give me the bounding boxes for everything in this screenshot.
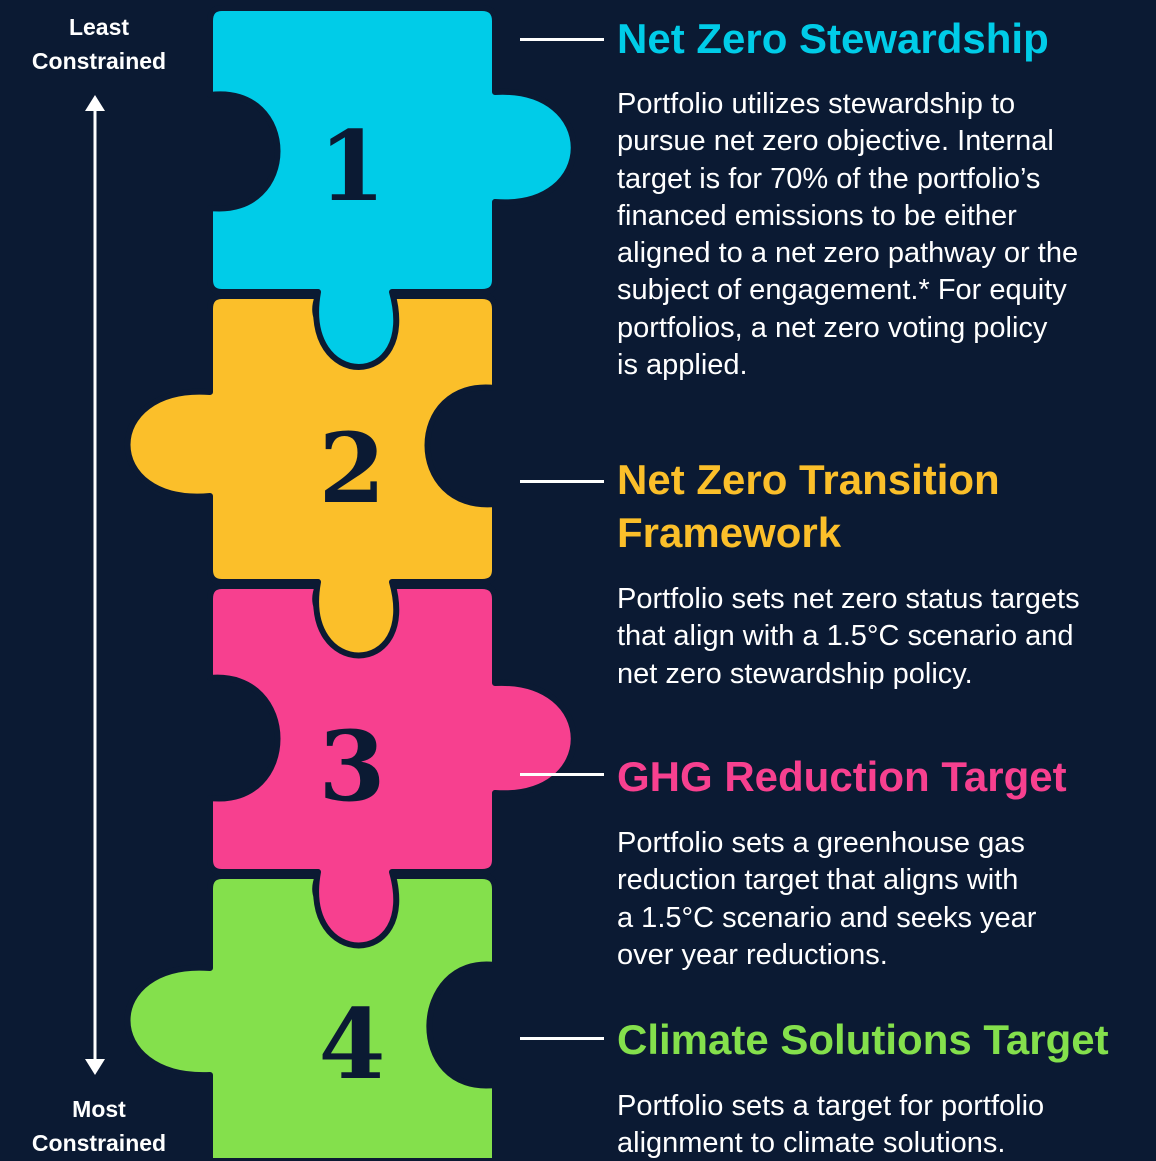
step-2-description: Portfolio sets net zero status targets t… xyxy=(617,581,1080,693)
step-4-desc-line: Portfolio sets a target for portfolio xyxy=(617,1090,1045,1122)
least-constrained-line2: Constrained xyxy=(31,48,167,74)
step-1-title-line: Net Zero Stewardship xyxy=(617,15,1049,62)
step-4-description: Portfolio sets a target for portfolio al… xyxy=(617,1088,1044,1161)
puzzle-piece-2-shape xyxy=(124,293,498,659)
step-1-desc-line: target is for 70% of the portfolio’s xyxy=(617,162,1041,195)
step-3-desc-line: reduction target that aligns with xyxy=(617,864,1019,897)
piece-4-number: 4 xyxy=(319,988,386,1101)
most-constrained-label: Most Constrained xyxy=(0,1092,198,1160)
step-1-desc-line: subject of engagement.* For equity xyxy=(617,274,1067,307)
puzzle-piece-3-shape xyxy=(207,583,577,949)
most-constrained-line2: Constrained xyxy=(31,1130,167,1156)
step-2-title-line: Net Zero Transition xyxy=(617,456,1000,503)
step-1-desc-line: portfolios, a net zero voting policy xyxy=(617,311,1048,344)
step-3-description: Portfolio sets a greenhouse gas reductio… xyxy=(617,825,1036,974)
puzzle-piece-4-shape xyxy=(124,873,498,1161)
step-3-title: GHG Reduction Target xyxy=(617,750,1067,803)
connector-line-4 xyxy=(520,1037,604,1040)
puzzle-piece-1: 1 xyxy=(207,5,577,370)
step-1-desc-line: pursue net zero objective. Internal xyxy=(617,125,1054,158)
step-4-title-line: Climate Solutions Target xyxy=(617,1016,1109,1063)
step-4-desc-line: alignment to climate solutions. xyxy=(617,1127,1006,1160)
puzzle-stack: 4 3 2 1 xyxy=(124,5,577,1161)
axis-arrowhead-up xyxy=(85,95,105,111)
puzzle-piece-2: 2 xyxy=(124,293,498,659)
connector-line-3 xyxy=(520,773,604,776)
step-4-title: Climate Solutions Target xyxy=(617,1013,1109,1066)
step-1-title: Net Zero Stewardship xyxy=(617,12,1049,65)
piece-2-number: 2 xyxy=(319,412,386,525)
step-1-desc-line: is applied. xyxy=(617,349,748,382)
connector-line-1 xyxy=(520,38,604,41)
step-1-description: Portfolio utilizes stewardship to pursue… xyxy=(617,86,1078,384)
step-3-desc-line: Portfolio sets a greenhouse gas xyxy=(617,827,1025,859)
least-constrained-label: Least Constrained xyxy=(0,10,198,78)
step-3-desc-line: over year reductions. xyxy=(617,938,888,971)
step-3-desc-line: a 1.5°C scenario and seeks year xyxy=(617,901,1037,934)
connector-line-2 xyxy=(520,480,604,483)
piece-1-number: 1 xyxy=(319,110,386,223)
step-2-title: Net Zero Transition Framework xyxy=(617,453,1000,559)
most-constrained-line1: Most xyxy=(72,1096,126,1122)
step-1-desc-line: financed emissions to be either xyxy=(617,199,1017,232)
constraint-axis-arrow xyxy=(85,95,105,1075)
puzzle-piece-4: 4 xyxy=(124,873,498,1161)
step-1-desc-line: Portfolio utilizes stewardship to xyxy=(617,88,1016,120)
step-2-desc-line: Portfolio sets net zero status targets xyxy=(617,583,1080,615)
step-2-title-line: Framework xyxy=(617,509,842,556)
step-2-desc-line: that align with a 1.5°C scenario and xyxy=(617,620,1074,653)
piece-3-number: 3 xyxy=(319,710,386,823)
puzzle-piece-3: 3 xyxy=(207,583,577,949)
axis-arrowhead-down xyxy=(85,1059,105,1075)
step-2-desc-line: net zero stewardship policy. xyxy=(617,657,973,690)
step-1-desc-line: aligned to a net zero pathway or the xyxy=(617,237,1079,270)
step-3-title-line: GHG Reduction Target xyxy=(617,753,1067,800)
least-constrained-line1: Least xyxy=(68,14,130,40)
puzzle-piece-1-shape xyxy=(207,5,577,370)
